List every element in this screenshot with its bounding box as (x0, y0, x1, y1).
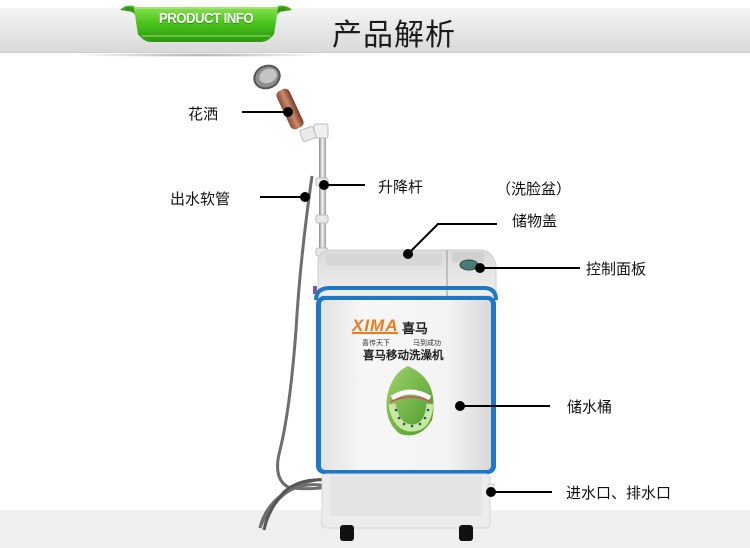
leader-line (437, 223, 497, 225)
page-title: 产品解析 (332, 18, 456, 53)
pointer-dot (403, 249, 413, 259)
model-name: 喜马移动洗澡机 (363, 348, 444, 362)
lift-rod-shape (319, 128, 326, 270)
leader-diagonal (409, 223, 439, 253)
leader-line (325, 184, 365, 186)
brand-logo: XIMA (351, 316, 399, 335)
callout-control-panel: 控制面板 (586, 260, 647, 278)
ribbon-shape-icon (120, 5, 292, 42)
leader-line (492, 491, 552, 493)
leader-line (242, 111, 287, 113)
product-info-ribbon: PRODUCT INFO (120, 2, 292, 42)
shower-head-shape (253, 64, 317, 142)
hose (258, 175, 329, 531)
callout-water-tank: 储水桶 (567, 398, 613, 416)
callout-lift-rod: 升降杆 (378, 178, 424, 196)
leader-line (462, 405, 550, 407)
callout-inlet-outlet: 进水口、排水口 (566, 484, 672, 502)
svg-text:XIMA: XIMA (351, 316, 399, 335)
callout-shower-head: 花洒 (188, 105, 219, 123)
pointer-dot (283, 107, 293, 117)
callout-basin-note: （洗脸盆） (496, 180, 572, 198)
leader-line (482, 267, 580, 269)
pointer-dot (486, 487, 496, 497)
ribbon-shadow (70, 53, 330, 57)
callout-storage-lid: 储物盖 (512, 212, 558, 230)
brand-cn: 喜马 (402, 322, 429, 337)
leader-line (260, 196, 304, 198)
pointer-dot (319, 180, 329, 190)
callout-outlet-hose: 出水软管 (170, 190, 231, 208)
pointer-dot (475, 263, 485, 273)
pointer-dot (300, 192, 310, 202)
ribbon-label: PRODUCT INFO (158, 10, 254, 27)
leaf-emblem (386, 366, 434, 436)
pointer-dot (455, 401, 465, 411)
slogan-right: 马到成功 (413, 339, 441, 347)
header-bar (0, 8, 750, 53)
slogan-left: 喜传天下 (362, 339, 390, 347)
